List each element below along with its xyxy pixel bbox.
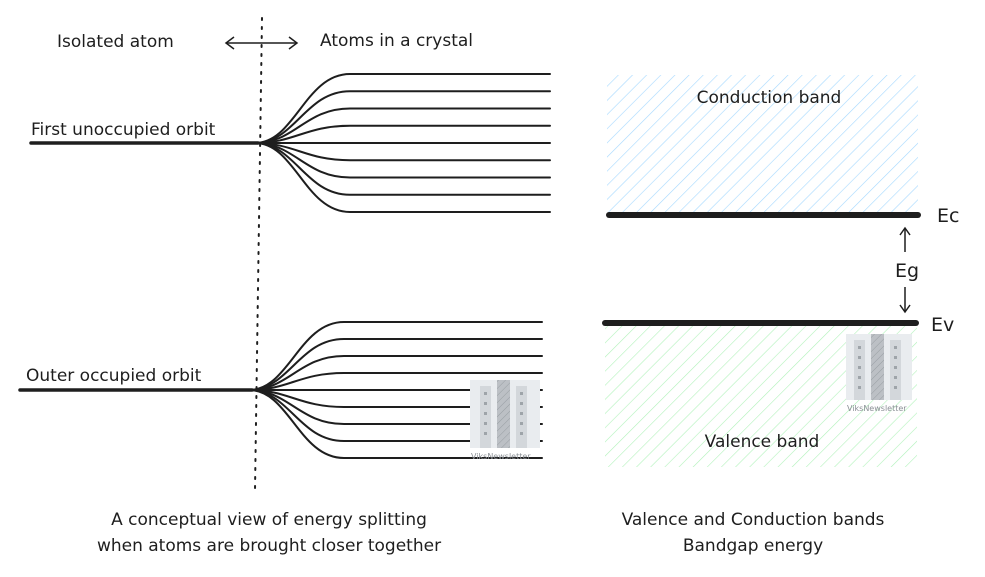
band-gap-diagram: Conduction band Valence band Ec Ev Eg Va… bbox=[602, 75, 959, 556]
double-arrow-icon bbox=[224, 36, 299, 50]
upper-orbit-label: First unoccupied orbit bbox=[31, 120, 216, 140]
eg-label: Eg bbox=[895, 260, 919, 282]
conduction-band-region bbox=[607, 75, 918, 215]
ec-label: Ec bbox=[937, 205, 959, 227]
lower-orbit-level-line-9 bbox=[248, 389, 543, 459]
right-caption-line2: Bandgap energy bbox=[683, 536, 823, 556]
separator-dotted-line bbox=[254, 17, 263, 491]
ev-label: Ev bbox=[931, 314, 954, 336]
isolated-atom-label: Isolated atom bbox=[57, 32, 174, 52]
right-caption-line1: Valence and Conduction bands bbox=[622, 510, 885, 530]
svg-text:ViksNewsletter: ViksNewsletter bbox=[471, 452, 531, 461]
upper-orbit-level-line-6 bbox=[254, 142, 551, 162]
upper-orbit-level-line-9 bbox=[254, 142, 551, 213]
upper-orbit-level-line-4 bbox=[254, 124, 551, 144]
energy-splitting-diagram: Isolated atom Atoms in a crystal First u… bbox=[18, 17, 551, 556]
watermark-logo-right: ViksNewsletter bbox=[846, 334, 912, 413]
lower-orbit-label: Outer occupied orbit bbox=[26, 366, 202, 386]
conduction-band-label: Conduction band bbox=[697, 88, 842, 108]
left-caption-line1: A conceptual view of energy splitting bbox=[111, 510, 427, 530]
eg-arrow-up-icon bbox=[899, 226, 911, 252]
eg-arrow-down-icon bbox=[899, 287, 911, 314]
left-caption-line2: when atoms are brought closer together bbox=[97, 536, 441, 556]
lower-orbit-splitting-levels bbox=[248, 321, 543, 459]
svg-text:ViksNewsletter: ViksNewsletter bbox=[847, 404, 907, 413]
valence-band-label: Valence band bbox=[705, 432, 820, 452]
upper-orbit-splitting-levels bbox=[254, 73, 551, 213]
crystal-label: Atoms in a crystal bbox=[320, 31, 473, 51]
watermark-logo-left: ViksNewsletter bbox=[470, 380, 540, 461]
